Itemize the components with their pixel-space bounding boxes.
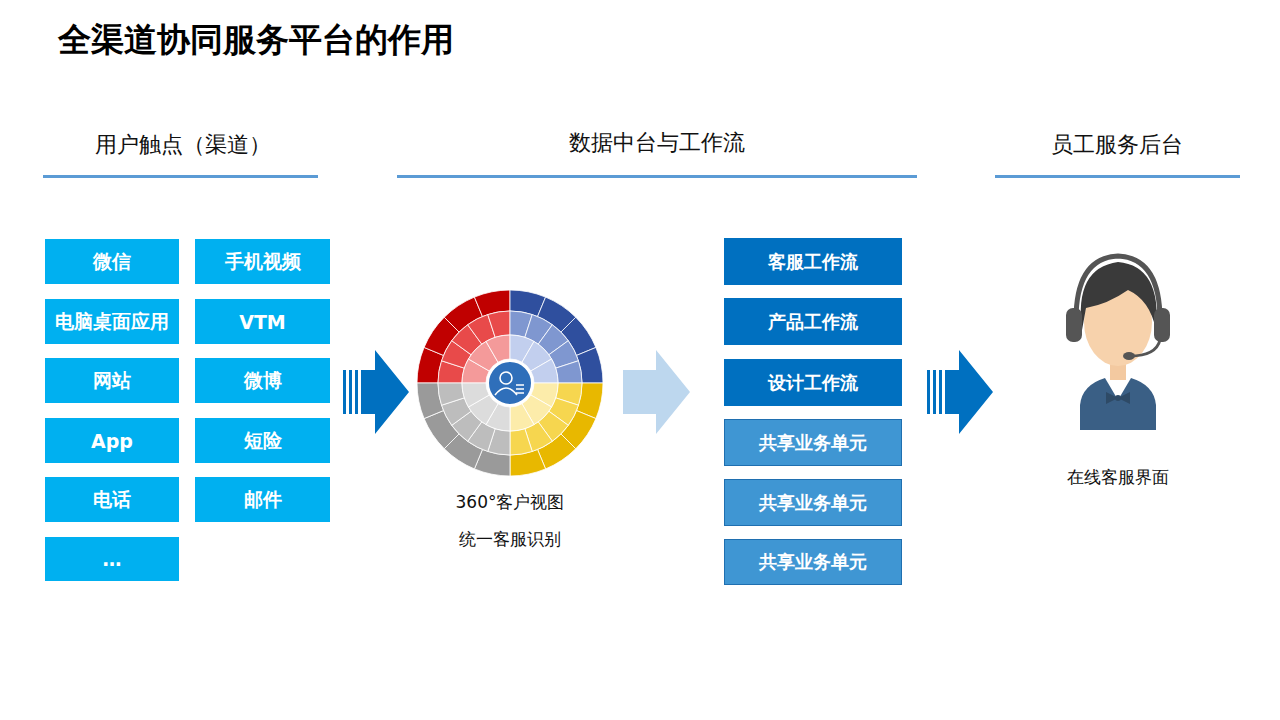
channel-box: 电话 — [45, 477, 179, 522]
box-label: 设计工作流 — [768, 371, 858, 395]
wheel-segment — [556, 361, 582, 383]
channel-box: 手机视频 — [195, 239, 330, 284]
figure-caption: 在线客服界面 — [1067, 466, 1169, 489]
wheel-segment — [510, 404, 534, 431]
box-label: 共享业务单元 — [759, 491, 867, 515]
channel-box: 微信 — [45, 239, 179, 284]
wheel-segment — [462, 383, 489, 407]
box-label: 共享业务单元 — [759, 431, 867, 455]
box-label: 微博 — [244, 368, 282, 394]
workflow-box: 产品工作流 — [724, 298, 902, 345]
workflow-box: 共享业务单元 — [724, 479, 902, 526]
section-header: 用户触点（渠道） — [95, 130, 271, 160]
workflow-box: 客服工作流 — [724, 238, 902, 285]
box-label: 电话 — [93, 487, 131, 513]
title: 全渠道协同服务平台的作用 — [58, 18, 454, 63]
section-rule — [397, 175, 917, 178]
wheel-caption: 统一客服识别 — [459, 528, 561, 551]
channel-box: … — [45, 537, 179, 581]
channel-box: 电脑桌面应用 — [45, 299, 179, 344]
box-label: 手机视频 — [225, 249, 301, 275]
channel-box: App — [45, 418, 179, 463]
channel-box: VTM — [195, 299, 330, 344]
wheel-segment — [438, 383, 464, 405]
channel-box: 微博 — [195, 358, 330, 403]
box-label: 网站 — [93, 368, 131, 394]
workflow-box: 共享业务单元 — [724, 539, 902, 585]
box-label: App — [91, 430, 133, 452]
agent-figure — [1066, 256, 1170, 430]
channel-box: 短险 — [195, 418, 330, 463]
section-rule — [43, 175, 318, 178]
block-arrow — [623, 350, 690, 434]
wheel-segment — [488, 311, 510, 337]
box-label: 微信 — [93, 249, 131, 275]
block-arrow — [927, 350, 993, 434]
section-header: 员工服务后台 — [1051, 130, 1183, 160]
box-label: … — [103, 548, 122, 570]
wheel-segment — [486, 335, 510, 362]
person-icon — [495, 372, 524, 395]
channel-box: 网站 — [45, 358, 179, 403]
workflow-box: 设计工作流 — [724, 359, 902, 406]
section-rule — [995, 175, 1240, 178]
wheel-segment — [531, 359, 558, 383]
box-label: 短险 — [244, 428, 282, 454]
box-label: 产品工作流 — [768, 310, 858, 334]
wheel-caption: 360°客户视图 — [456, 491, 565, 514]
wheel-segment — [510, 429, 532, 455]
box-label: VTM — [239, 311, 286, 333]
box-label: 客服工作流 — [768, 250, 858, 274]
box-label: 共享业务单元 — [759, 550, 867, 574]
section-header: 数据中台与工作流 — [569, 128, 745, 158]
workflow-box: 共享业务单元 — [724, 419, 902, 466]
wheel-hub — [488, 361, 532, 405]
box-label: 电脑桌面应用 — [55, 309, 169, 335]
customer-wheel — [417, 290, 603, 476]
block-arrow — [343, 350, 409, 434]
channel-box: 邮件 — [195, 477, 330, 522]
box-label: 邮件 — [244, 487, 282, 513]
